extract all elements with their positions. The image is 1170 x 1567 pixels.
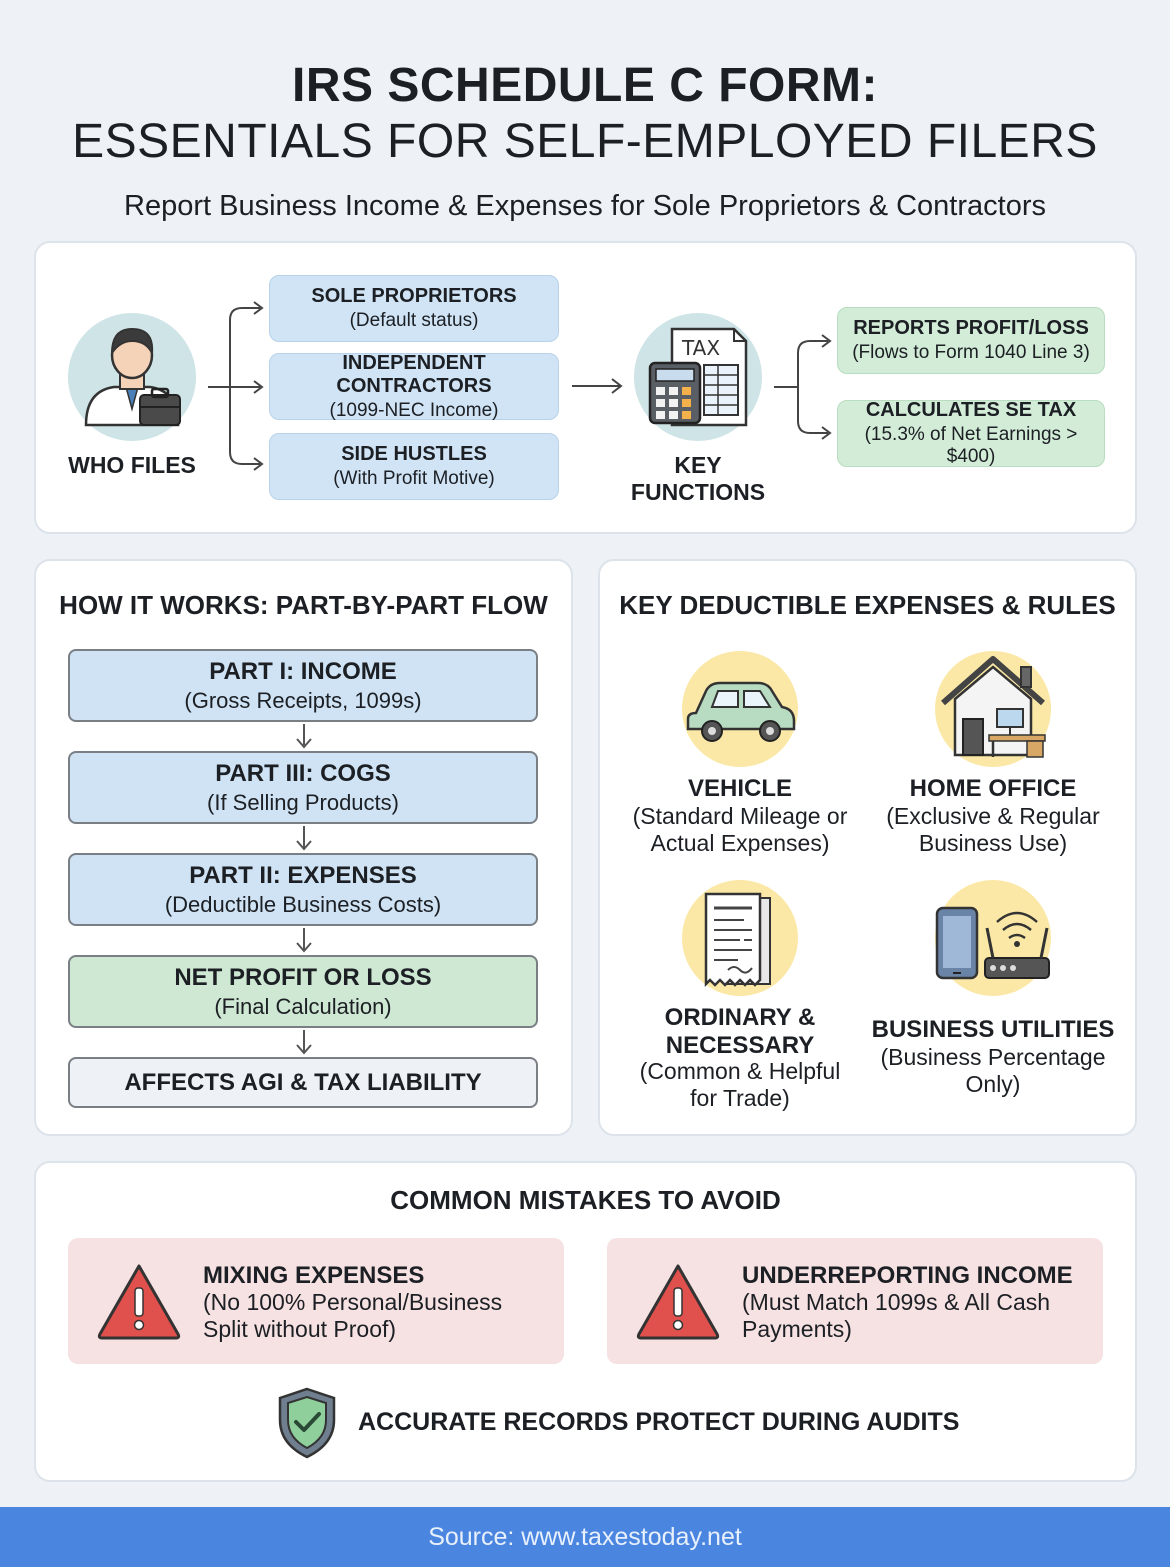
filer-title: INDEPENDENT CONTRACTORS [336,351,492,397]
expense-home-office-detail: (Exclusive & Regular Business Use) [868,803,1118,857]
mistake-title: UNDERREPORTING INCOME [742,1262,1073,1289]
filer-detail: (With Profit Motive) [333,468,495,489]
expenses-panel [598,559,1137,1136]
receipt-icon [682,880,798,996]
expense-detail-line: (Common & Helpful [639,1058,841,1084]
expense-vehicle-detail: (Standard Mileage or Actual Expenses) [615,803,865,857]
phone-router-icon [935,880,1051,996]
filer-title: SOLE PROPRIETORS [311,285,517,307]
flow-step-detail: (Final Calculation) [214,993,392,1019]
function-title: REPORTS PROFIT/LOSS [853,317,1089,339]
source-footer: Source: www.taxestoday.net [0,1507,1170,1567]
mistake-underreporting-income: UNDERREPORTING INCOME (Must Match 1099s … [607,1238,1103,1364]
function-title: CALCULATES SE TAX [865,399,1077,421]
expense-detail-line: (Business Percentage [880,1044,1106,1070]
shield-check-icon [278,1387,336,1459]
flow-title: HOW IT WORKS: PART-BY-PART FLOW [59,590,548,620]
filer-detail: (1099-NEC Income) [329,399,499,421]
who-files-label: WHO FILES [68,452,196,478]
expense-detail-line: Business Use) [918,830,1068,856]
mistake-mixing-expenses: MIXING EXPENSES (No 100% Personal/Busine… [68,1238,564,1364]
key-functions-bracket-arrows [774,334,832,440]
key-functions-label-line1: KEY [674,452,722,478]
tax-icon-text: TAX [681,336,720,360]
expense-detail-line: (Standard Mileage or [632,803,848,829]
filer-sole-proprietors: SOLE PROPRIETORS (Default status) [269,275,559,342]
mistake-detail: (Must Match 1099s & All Cash Payments) [742,1289,1050,1343]
records-note: ACCURATE RECORDS PROTECT DURING AUDITS [358,1408,960,1436]
flow-step-cogs: PART III: COGS (If Selling Products) [68,751,538,824]
mistake-detail-line: Payments) [742,1316,852,1342]
flow-step-title: PART I: INCOME [209,657,397,685]
expense-detail-line: Only) [965,1071,1021,1097]
mistake-detail: (No 100% Personal/Business Split without… [203,1289,502,1343]
title-line-2: ESSENTIALS FOR SELF-EMPLOYED FILERS [72,115,1098,168]
flow-step-expenses: PART II: EXPENSES (Deductible Business C… [68,853,538,926]
expense-utilities-title: BUSINESS UTILITIES [871,1016,1115,1043]
key-functions-label-line2: FUNCTIONS [630,479,766,505]
flow-step-title: NET PROFIT OR LOSS [174,963,432,991]
subtitle: Report Business Income & Expenses for So… [124,190,1046,222]
flow-step-detail: (If Selling Products) [207,789,399,815]
mistake-title: MIXING EXPENSES [203,1262,425,1289]
expense-detail-line: for Trade) [690,1085,790,1111]
flow-down-arrows [296,724,312,1055]
warning-icon [97,1264,181,1340]
filer-side-hustles: SIDE HUSTLES (With Profit Motive) [269,433,559,500]
flow-step-agi: AFFECTS AGI & TAX LIABILITY [68,1057,538,1108]
expense-ordinary-detail: (Common & Helpful for Trade) [615,1058,865,1112]
flow-step-net-profit: NET PROFIT OR LOSS (Final Calculation) [68,955,538,1028]
filer-title: SIDE HUSTLES [341,443,487,465]
expenses-title: KEY DEDUCTIBLE EXPENSES & RULES [619,590,1116,620]
flow-step-title: PART II: EXPENSES [189,861,417,889]
expense-detail-line: Actual Expenses) [650,830,830,856]
function-calculates-se-tax: CALCULATES SE TAX (15.3% of Net Earnings… [837,399,1105,467]
car-icon [682,651,798,767]
right-arrow-icon [572,378,623,394]
expense-title-line: ORDINARY & [664,1004,816,1031]
tax-calculator-icon: TAX [634,313,762,441]
expense-ordinary-title: ORDINARY & NECESSARY [620,1004,860,1060]
flow-step-title: PART III: COGS [215,759,391,787]
warning-icon [636,1264,720,1340]
person-icon [68,313,196,441]
mistake-detail-line: (No 100% Personal/Business [203,1289,503,1315]
key-functions-label: KEY FUNCTIONS [608,452,788,506]
mistake-detail-line: Split without Proof) [203,1316,397,1342]
mistake-detail-line: (Must Match 1099s & All Cash [742,1289,1051,1315]
mistakes-title: COMMON MISTAKES TO AVOID [390,1185,781,1215]
expense-vehicle-title: VEHICLE [687,775,792,802]
who-files-bracket-arrows [208,301,264,471]
flow-step-title: AFFECTS AGI & TAX LIABILITY [124,1068,482,1096]
function-detail: (Flows to Form 1040 Line 3) [852,342,1090,363]
expense-utilities-detail: (Business Percentage Only) [868,1044,1118,1098]
home-office-icon [935,651,1051,767]
title-line-1: IRS SCHEDULE C FORM: [292,59,878,112]
filer-detail: (Default status) [349,310,479,331]
flow-step-detail: (Deductible Business Costs) [164,891,442,917]
flow-step-detail: (Gross Receipts, 1099s) [184,687,422,713]
flow-step-income: PART I: INCOME (Gross Receipts, 1099s) [68,649,538,722]
expense-home-office-title: HOME OFFICE [909,775,1077,802]
function-detail: (15.3% of Net Earnings > $400) [864,424,1078,467]
expense-title-line: NECESSARY [665,1032,815,1059]
function-reports-profit-loss: REPORTS PROFIT/LOSS (Flows to Form 1040 … [837,307,1105,374]
expense-detail-line: (Exclusive & Regular [886,803,1100,829]
filer-independent-contractors: INDEPENDENT CONTRACTORS (1099-NEC Income… [269,351,559,421]
